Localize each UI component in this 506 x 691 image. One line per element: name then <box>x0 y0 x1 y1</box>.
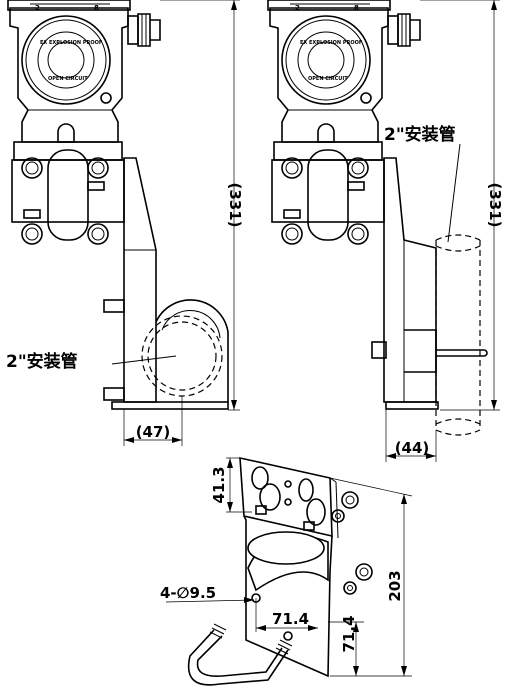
right-head-number-2: 2 <box>295 4 300 12</box>
left-transmitter-head: EX EXPLOSION PROOF OPEN CIRCUIT 2 8 <box>7 0 161 143</box>
right-transmitter-head: EX EXPLOSION PROOF OPEN CIRCUIT 2 8 <box>267 0 421 143</box>
svg-text:EX EXPLOSION PROOF: EX EXPLOSION PROOF <box>40 40 102 46</box>
left-width-dimension: (47) <box>136 423 171 441</box>
right-width-dimension: (44) <box>395 439 430 457</box>
right-head-number-8: 8 <box>354 4 359 12</box>
left-flange <box>11 141 125 245</box>
right-pipe-label: 2"安装管 <box>384 124 456 145</box>
left-head-number-8: 8 <box>94 4 99 12</box>
svg-text:OPEN CIRCUIT: OPEN CIRCUIT <box>48 76 88 82</box>
bracket-height-dimension: 203 <box>386 570 404 601</box>
svg-text:OPEN CIRCUIT: OPEN CIRCUIT <box>308 76 348 82</box>
svg-text:EX EXPLOSION PROOF: EX EXPLOSION PROOF <box>300 40 362 46</box>
bracket-bottom-dimension: 71.4 <box>340 615 358 652</box>
bracket-detail <box>165 456 413 686</box>
bracket-hole-spacing-dimension: 71.4 <box>272 610 309 628</box>
bracket-top-dimension: 41.3 <box>210 466 228 503</box>
left-height-dimension: (331) <box>226 182 244 227</box>
right-flange <box>271 141 385 245</box>
left-dimensions <box>111 0 240 446</box>
left-head-number-2: 2 <box>35 4 40 12</box>
left-view: EX EXPLOSION PROOF OPEN CIRCUIT 2 8 <box>6 0 244 446</box>
bracket-hole-dimension: 4-∅9.5 <box>160 584 216 602</box>
left-pipe-label: 2"安装管 <box>6 351 78 372</box>
left-bracket <box>103 157 229 410</box>
right-dimensions <box>385 0 500 462</box>
right-height-dimension: (331) <box>486 182 504 227</box>
right-bracket <box>371 157 488 436</box>
right-view: EX EXPLOSION PROOF OPEN CIRCUIT 2 8 <box>267 0 504 462</box>
